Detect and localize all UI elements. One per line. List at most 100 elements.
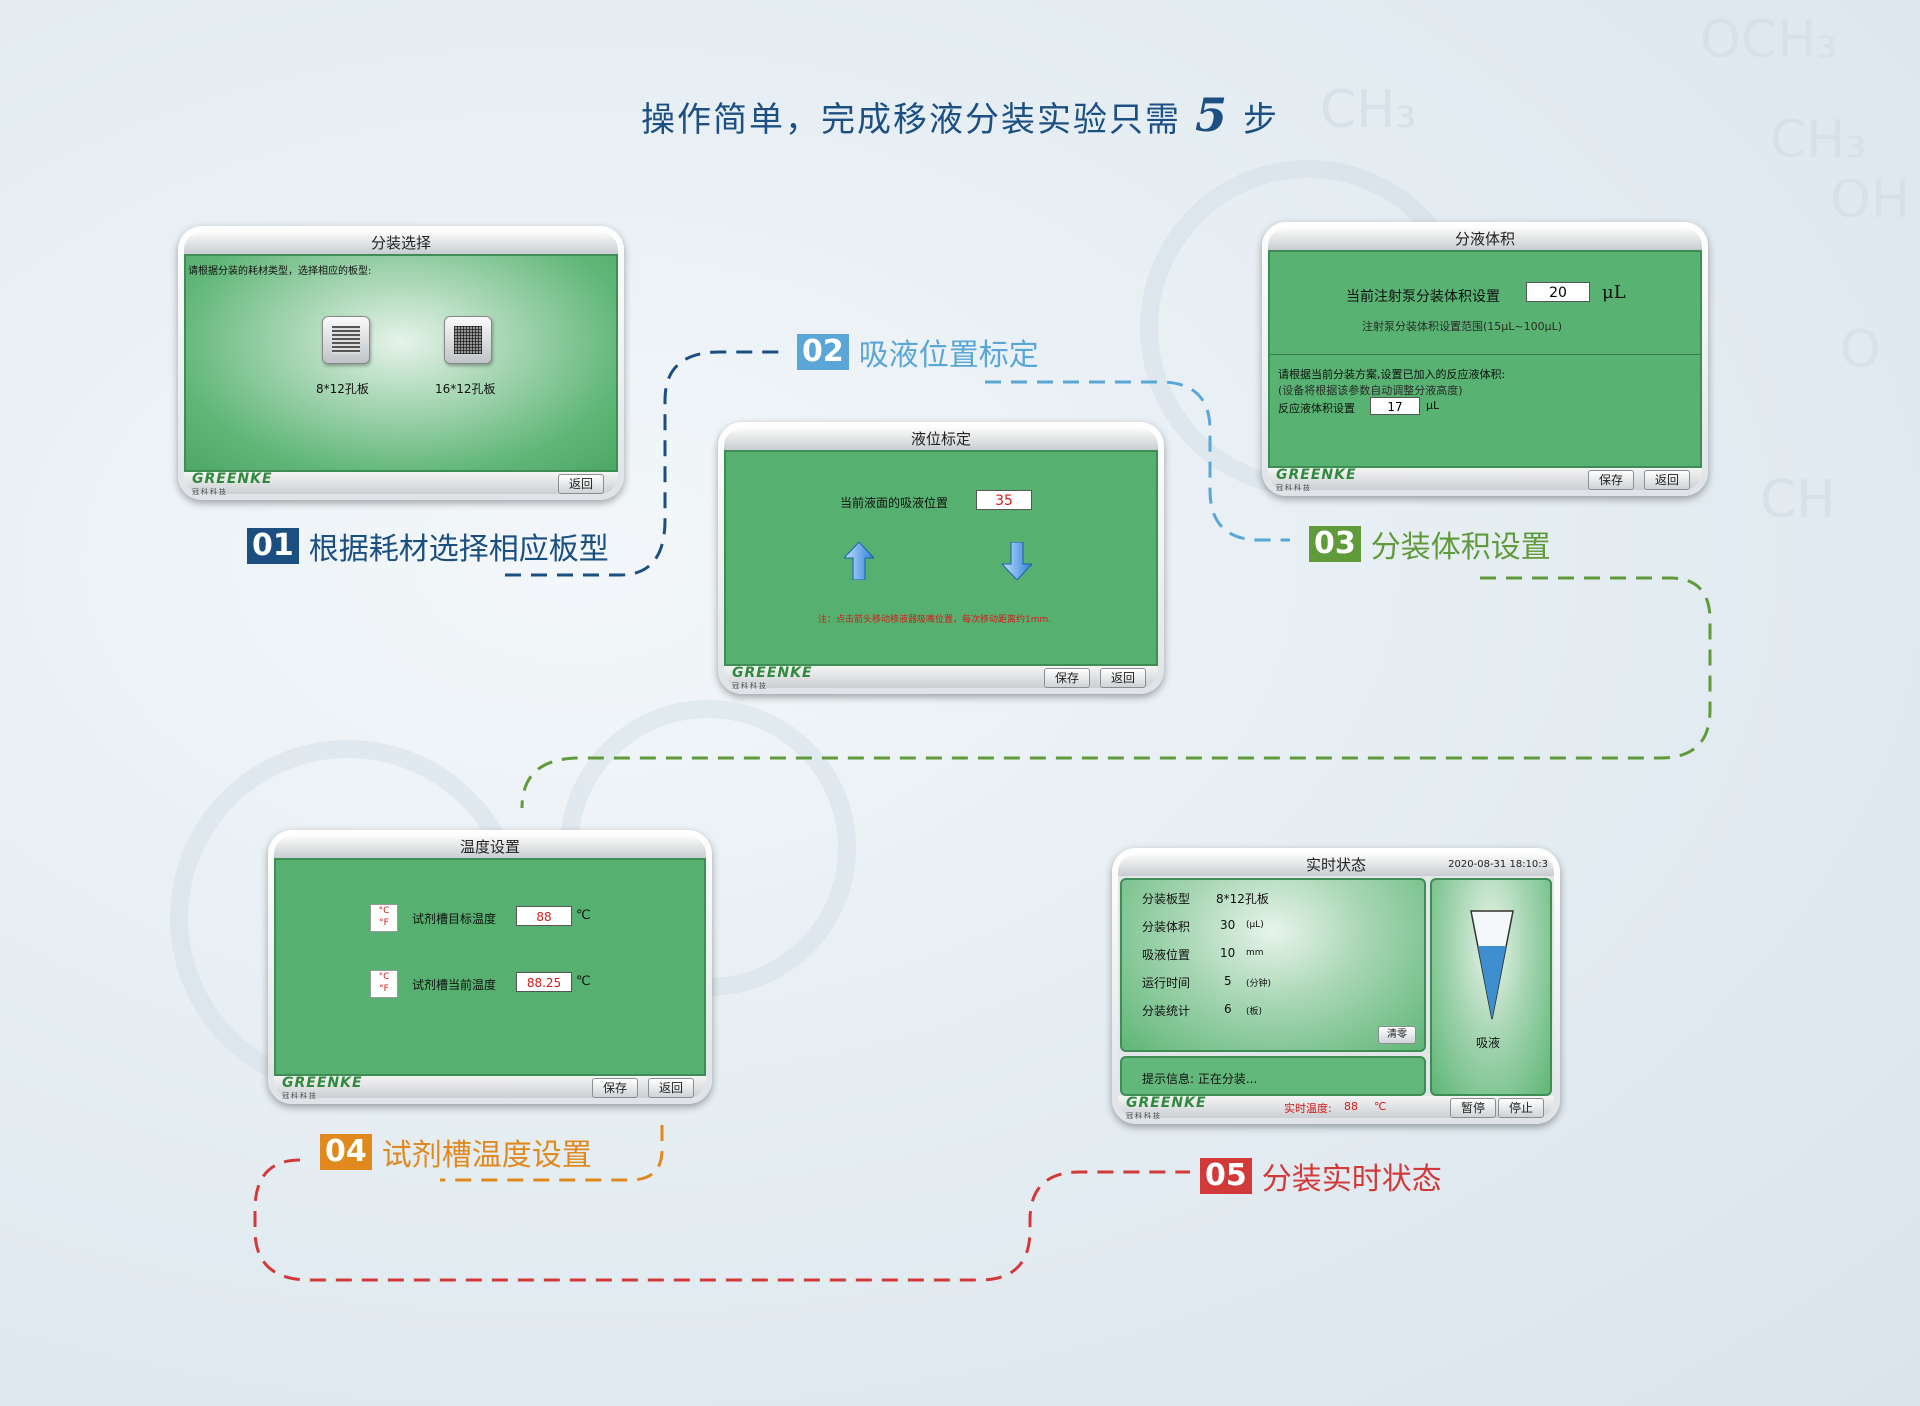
connector-1-2 — [505, 350, 780, 577]
plate-8x12-icon[interactable] — [322, 316, 370, 364]
screen-title: 液位标定 — [724, 428, 1158, 450]
screen-title: 分液体积 — [1268, 228, 1702, 250]
screen-body: °C°F 试剂槽目标温度 88 ℃ °C°F 试剂槽当前温度 88.25 ℃ — [274, 858, 706, 1076]
back-button[interactable]: 返回 — [557, 474, 604, 494]
connector-3-4 — [520, 576, 1712, 809]
step-label: 根据耗材选择相应板型 — [308, 532, 609, 567]
screen-title: 分装选择 — [184, 232, 618, 254]
stat-unit: (分钟) — [1246, 979, 1272, 989]
clear-button[interactable]: 清零 — [1378, 1026, 1416, 1044]
stat-value: 8*12孔板 — [1216, 892, 1269, 906]
target-temp-field[interactable]: 88 — [516, 906, 572, 926]
screen-level-calibration: 液位标定 当前液面的吸液位置 35 注：点击箭头移动移液器吸嘴位置，每次移动距离… — [718, 422, 1164, 694]
plate-8x12-label[interactable]: 8*12孔板 — [316, 382, 369, 396]
plate-16x12-label[interactable]: 16*12孔板 — [435, 382, 496, 396]
screen-dispense-volume: 分液体积 当前注射泵分装体积设置 20 μL 注射泵分装体积设置范围(15μL~… — [1262, 222, 1708, 496]
reaction-hint: 请根据当前分装方案,设置已加入的反应液体积: — [1278, 368, 1506, 381]
volume-label: 当前注射泵分装体积设置 — [1346, 289, 1500, 305]
stat-value: 6 — [1224, 1002, 1232, 1016]
pause-button[interactable]: 暂停 — [1449, 1098, 1496, 1118]
position-field[interactable]: 35 — [976, 490, 1032, 510]
pipette-tip-icon — [1470, 910, 1514, 1020]
realtime-temp-label: 实时温度: — [1284, 1102, 1332, 1115]
instruction-text: 请根据分装的耗材类型，选择相应的板型: — [188, 266, 372, 277]
target-temp-label: 试剂槽目标温度 — [412, 912, 497, 926]
screen-title: 温度设置 — [274, 836, 706, 858]
title-number: 5 — [1194, 88, 1229, 142]
pipette-panel: 吸液 — [1430, 878, 1552, 1096]
step-label: 分装实时状态 — [1261, 1162, 1442, 1197]
stat-value: 5 — [1224, 974, 1232, 988]
arrow-up-icon[interactable] — [844, 542, 874, 580]
status-message: 提示信息: 正在分装... — [1142, 1072, 1258, 1086]
step-label: 吸液位置标定 — [858, 338, 1039, 373]
reaction-field[interactable]: 17 — [1370, 397, 1420, 415]
stat-label: 分装板型 — [1142, 892, 1191, 906]
datetime: 2020-08-31 18:10:3 — [1448, 859, 1548, 870]
step-number: 03 — [1309, 526, 1361, 562]
thermometer-icon: °C°F — [370, 904, 398, 932]
connector-4-5b — [253, 1158, 1190, 1282]
step-01: 01 根据耗材选择相应板型 — [247, 524, 609, 568]
title-text: 操作简单，完成移液分装实验只需 — [640, 100, 1181, 140]
back-button[interactable]: 返回 — [1099, 668, 1146, 688]
arrow-down-icon[interactable] — [1002, 542, 1032, 580]
step-02: 02 吸液位置标定 — [797, 330, 1039, 374]
temp-unit: ℃ — [576, 908, 591, 923]
plate-16x12-icon[interactable] — [444, 316, 492, 364]
save-button[interactable]: 保存 — [1043, 668, 1090, 688]
screen-body: 请根据分装的耗材类型，选择相应的板型: 8*12孔板 16*12孔板 — [184, 254, 618, 472]
screen-temperature: 温度设置 °C°F 试剂槽目标温度 88 ℃ °C°F 试剂槽当前温度 88.2… — [268, 830, 712, 1104]
current-temp-label: 试剂槽当前温度 — [412, 978, 497, 992]
stat-label: 运行时间 — [1142, 976, 1191, 990]
stat-label: 分装体积 — [1142, 920, 1191, 934]
back-button[interactable]: 返回 — [647, 1078, 694, 1098]
save-button[interactable]: 保存 — [591, 1078, 638, 1098]
screen-body: 当前液面的吸液位置 35 注：点击箭头移动移液器吸嘴位置，每次移动距离约1mm. — [724, 450, 1158, 666]
stat-unit: (μL) — [1246, 920, 1264, 930]
step-03: 03 分装体积设置 — [1309, 522, 1551, 566]
screen-realtime-status: 实时状态 2020-08-31 18:10:3 分装板型 8*12孔板 分装体积… — [1112, 848, 1560, 1124]
title-suffix: 步 — [1243, 100, 1279, 140]
back-button[interactable]: 返回 — [1643, 470, 1690, 490]
step-04: 04 试剂槽温度设置 — [320, 1130, 592, 1174]
step-label: 试剂槽温度设置 — [381, 1138, 592, 1173]
reaction-hint-sub: (设备将根据该参数自动调整分液高度) — [1278, 384, 1463, 397]
volume-field[interactable]: 20 — [1526, 282, 1590, 302]
screen-title: 实时状态 2020-08-31 18:10:3 — [1118, 854, 1554, 876]
thermometer-icon: °C°F — [370, 970, 398, 998]
stat-value: 10 — [1220, 946, 1236, 960]
stat-value: 30 — [1220, 918, 1236, 932]
status-panel: 提示信息: 正在分装... — [1120, 1056, 1426, 1096]
reaction-label: 反应液体积设置 — [1278, 402, 1355, 415]
position-label: 当前液面的吸液位置 — [840, 496, 949, 510]
stat-unit: (板) — [1246, 1007, 1263, 1017]
step-number: 01 — [247, 528, 299, 564]
save-button[interactable]: 保存 — [1587, 470, 1634, 490]
step-05: 05 分装实时状态 — [1200, 1154, 1442, 1198]
stop-button[interactable]: 停止 — [1497, 1098, 1544, 1118]
calibration-note: 注：点击箭头移动移液器吸嘴位置，每次移动距离约1mm. — [818, 615, 1052, 625]
realtime-temp-value: 88 — [1344, 1100, 1358, 1113]
step-label: 分装体积设置 — [1370, 530, 1551, 565]
step-number: 05 — [1200, 1158, 1252, 1194]
stat-unit: mm — [1246, 948, 1264, 958]
screen-body: 当前注射泵分装体积设置 20 μL 注射泵分装体积设置范围(15μL~100μL… — [1268, 250, 1702, 468]
stats-panel: 分装板型 8*12孔板 分装体积 30 (μL) 吸液位置 10 mm 运行时间… — [1120, 878, 1426, 1052]
step-number: 04 — [320, 1134, 372, 1170]
volume-range: 注射泵分装体积设置范围(15μL~100μL) — [1362, 320, 1563, 333]
volume-unit: μL — [1602, 282, 1626, 303]
temp-unit: ℃ — [576, 974, 591, 989]
screen-plate-selection: 分装选择 请根据分装的耗材类型，选择相应的板型: 8*12孔板 16*12孔板 … — [178, 226, 624, 500]
